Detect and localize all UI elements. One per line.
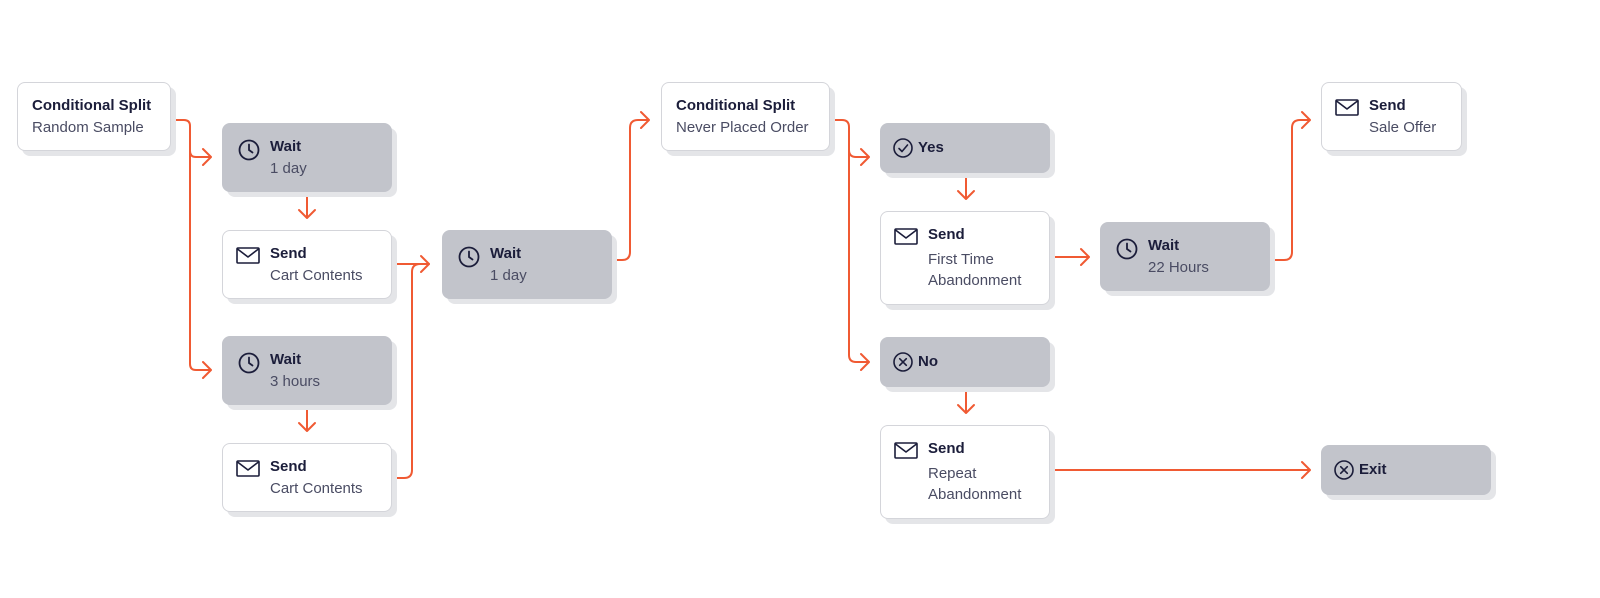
send-repeat-abandonment-node[interactable]: Send Repeat Abandonment xyxy=(880,425,1050,519)
send-first-time-abandonment-node[interactable]: Send First Time Abandonment xyxy=(880,211,1050,305)
connector-send-repeat-to-exit xyxy=(1053,461,1311,479)
node-title: Send xyxy=(1369,97,1406,114)
node-subtitle: 1 day xyxy=(270,160,307,177)
send-cart-contents-node[interactable]: Send Cart Contents xyxy=(222,443,392,512)
node-title: Send xyxy=(928,440,965,457)
node-title: Wait xyxy=(270,351,302,368)
send-cart-contents-node[interactable]: Send Cart Contents xyxy=(222,230,392,299)
node-title: Conditional Split xyxy=(676,97,796,114)
wait-1-day-node[interactable]: Wait 1 day xyxy=(222,123,392,192)
node-title: Wait xyxy=(1148,237,1180,254)
node-title: Exit xyxy=(1359,461,1387,478)
node-subtitle-line-2: Abandonment xyxy=(928,486,1022,503)
mail-icon xyxy=(894,439,918,463)
clock-icon xyxy=(1115,237,1139,261)
connector-send-cart-b-to-wait-1day xyxy=(392,263,430,479)
node-subtitle: 3 hours xyxy=(270,373,321,390)
mail-icon xyxy=(894,225,918,249)
node-subtitle: Cart Contents xyxy=(270,267,363,284)
node-subtitle: Random Sample xyxy=(32,119,144,136)
node-subtitle-line-1: Repeat xyxy=(928,465,977,482)
node-title: Send xyxy=(270,245,307,262)
node-subtitle: Sale Offer xyxy=(1369,119,1437,136)
node-subtitle-line-2: Abandonment xyxy=(928,272,1022,289)
connector-no-to-send-repeat xyxy=(957,389,975,414)
mail-icon xyxy=(1335,96,1359,120)
node-subtitle: 22 Hours xyxy=(1148,259,1209,276)
wait-1-day-node[interactable]: Wait 1 day xyxy=(442,230,612,299)
x-circle-icon xyxy=(1332,458,1356,482)
connector-yes-to-send-first xyxy=(957,175,975,200)
node-subtitle: Cart Contents xyxy=(270,480,363,497)
connector-wait-22hours-to-send-sale xyxy=(1274,111,1311,261)
node-title: Yes xyxy=(918,139,944,156)
mail-icon xyxy=(236,244,260,268)
send-sale-offer-node[interactable]: Send Sale Offer xyxy=(1321,82,1462,151)
node-subtitle: Never Placed Order xyxy=(676,119,809,136)
node-title: Conditional Split xyxy=(32,97,152,114)
connector-split-never-to-no xyxy=(848,149,870,371)
check-circle-icon xyxy=(891,136,915,160)
connector-wait-1day-to-split-never xyxy=(612,111,650,261)
node-title: Wait xyxy=(270,138,302,155)
branch-no-node[interactable]: No xyxy=(880,337,1050,387)
connector-split-never-to-yes xyxy=(830,119,870,166)
connector-send-first-to-wait-22hours xyxy=(1053,248,1090,266)
node-title: Send xyxy=(928,226,965,243)
mail-icon xyxy=(236,457,260,481)
wait-22-hours-node[interactable]: Wait 22 Hours xyxy=(1100,222,1270,291)
node-title: Send xyxy=(270,458,307,475)
clock-icon xyxy=(457,245,481,269)
x-circle-icon xyxy=(891,350,915,374)
node-subtitle: 1 day xyxy=(490,267,527,284)
connector-wait-1day-to-send-cart xyxy=(298,195,316,219)
node-title: No xyxy=(918,353,938,370)
exit-node[interactable]: Exit xyxy=(1321,445,1491,495)
connector-split-random-to-wait-1day xyxy=(170,119,212,166)
branch-yes-node[interactable]: Yes xyxy=(880,123,1050,173)
node-title: Wait xyxy=(490,245,522,262)
connector-wait-3hours-to-send-cart xyxy=(298,408,316,432)
conditional-split-never-placed-order[interactable]: Conditional Split Never Placed Order xyxy=(661,82,830,151)
wait-3-hours-node[interactable]: Wait 3 hours xyxy=(222,336,392,405)
connector-split-random-to-wait-3hours xyxy=(189,149,212,379)
conditional-split-random-sample[interactable]: Conditional Split Random Sample xyxy=(17,82,171,151)
node-subtitle-line-1: First Time xyxy=(928,251,994,268)
clock-icon xyxy=(237,351,261,375)
clock-icon xyxy=(237,138,261,162)
